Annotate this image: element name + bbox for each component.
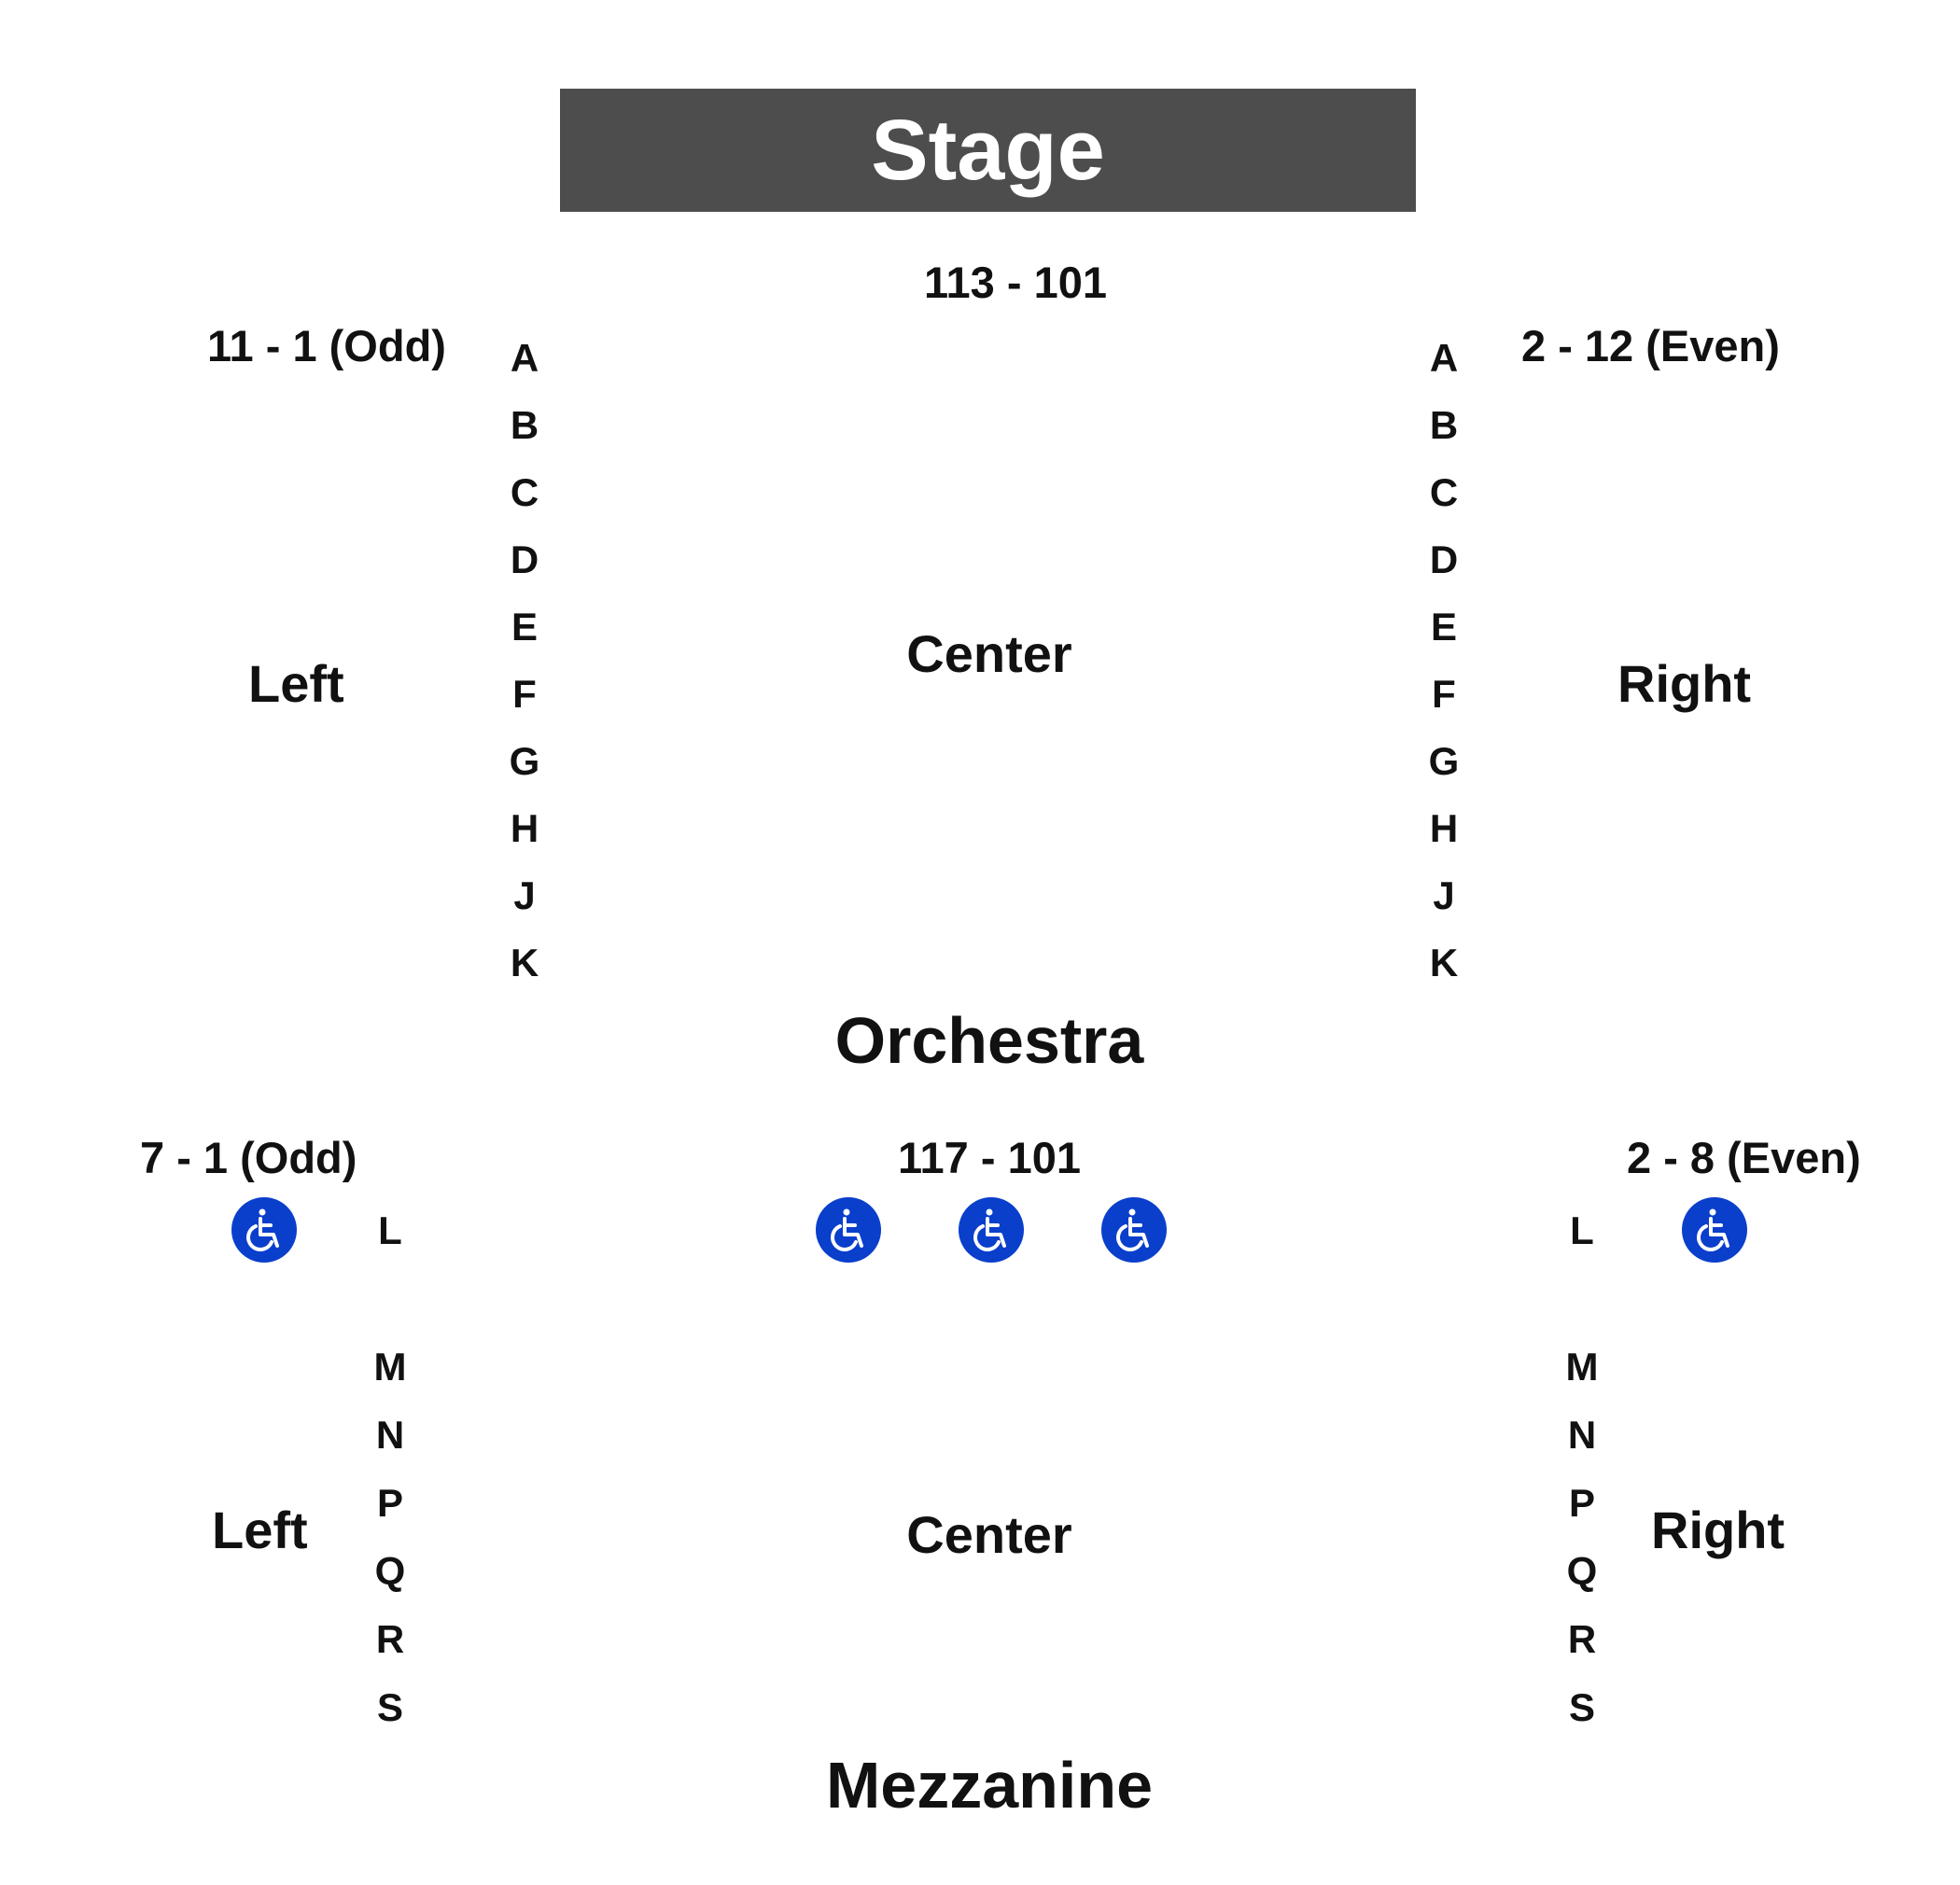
row-label: K: [1429, 941, 1459, 984]
row-label: F: [512, 672, 537, 716]
row-label: B: [510, 403, 539, 447]
row-label: A: [1429, 336, 1459, 380]
mezzanine-left-seat-range: 7 - 1 (Odd): [140, 1133, 357, 1182]
row-label: C: [510, 470, 539, 514]
mezzanine-right-row-labels: L M N P Q R S: [1554, 1211, 1610, 1756]
mezzanine-title: Mezzanine: [825, 1749, 1154, 1822]
row-label: K: [510, 941, 539, 984]
orchestra-center-section-label: Center: [906, 624, 1072, 683]
row-label: N: [375, 1413, 405, 1457]
row-label: Q: [374, 1549, 406, 1593]
row-label: A: [510, 336, 539, 380]
wheelchair-accessible-icon: [231, 1197, 297, 1263]
stage: Stage: [560, 89, 1416, 212]
wheelchair-accessible-icon: [1101, 1197, 1167, 1263]
wheelchair-accessible-icon: [1682, 1197, 1747, 1263]
orchestra-left-seat-range: 11 - 1 (Odd): [207, 321, 446, 370]
orchestra-left-row-labels: A B C D E F G H J K: [497, 339, 553, 1011]
orchestra-right-section-label: Right: [1617, 654, 1752, 713]
wheelchair-accessible-icon: [959, 1197, 1024, 1263]
row-label: G: [509, 739, 540, 783]
orchestra-right-row-labels: A B C D E F G H J K: [1416, 339, 1472, 1011]
row-label: H: [510, 806, 539, 850]
mezzanine-left-row-labels: L M N P Q R S: [362, 1211, 418, 1756]
mezzanine-center-section-label: Center: [906, 1505, 1072, 1564]
row-label: P: [376, 1481, 403, 1525]
row-label: J: [513, 873, 536, 917]
row-label: M: [1565, 1345, 1599, 1389]
orchestra-left-section-label: Left: [248, 654, 344, 713]
row-label: F: [1432, 672, 1456, 716]
row-label: D: [510, 538, 539, 581]
orchestra-right-seat-range: 2 - 12 (Even): [1521, 321, 1780, 370]
wheelchair-accessible-icon: [816, 1197, 881, 1263]
mezzanine-center-seat-range: 117 - 101: [897, 1133, 1082, 1182]
row-label: L: [378, 1208, 402, 1252]
row-label: S: [1568, 1685, 1595, 1729]
mezzanine-right-section-label: Right: [1651, 1501, 1785, 1559]
mezzanine-left-section-label: Left: [212, 1501, 308, 1559]
row-label: J: [1433, 873, 1455, 917]
row-label: E: [511, 605, 538, 649]
orchestra-title: Orchestra: [834, 1004, 1144, 1077]
mezzanine-right-seat-range: 2 - 8 (Even): [1627, 1133, 1861, 1182]
stage-label: Stage: [871, 102, 1105, 198]
row-label: G: [1428, 739, 1460, 783]
row-label: D: [1429, 538, 1459, 581]
row-label: M: [373, 1345, 407, 1389]
row-label: C: [1429, 470, 1459, 514]
row-label: P: [1568, 1481, 1595, 1525]
row-label: B: [1429, 403, 1459, 447]
row-label: R: [1567, 1617, 1597, 1661]
row-label: R: [375, 1617, 405, 1661]
row-label: S: [376, 1685, 403, 1729]
row-label: E: [1430, 605, 1457, 649]
row-label: N: [1567, 1413, 1597, 1457]
orchestra-center-seat-range: 113 - 101: [923, 258, 1108, 307]
row-label: H: [1429, 806, 1459, 850]
row-label: Q: [1566, 1549, 1598, 1593]
row-label: L: [1570, 1208, 1594, 1252]
